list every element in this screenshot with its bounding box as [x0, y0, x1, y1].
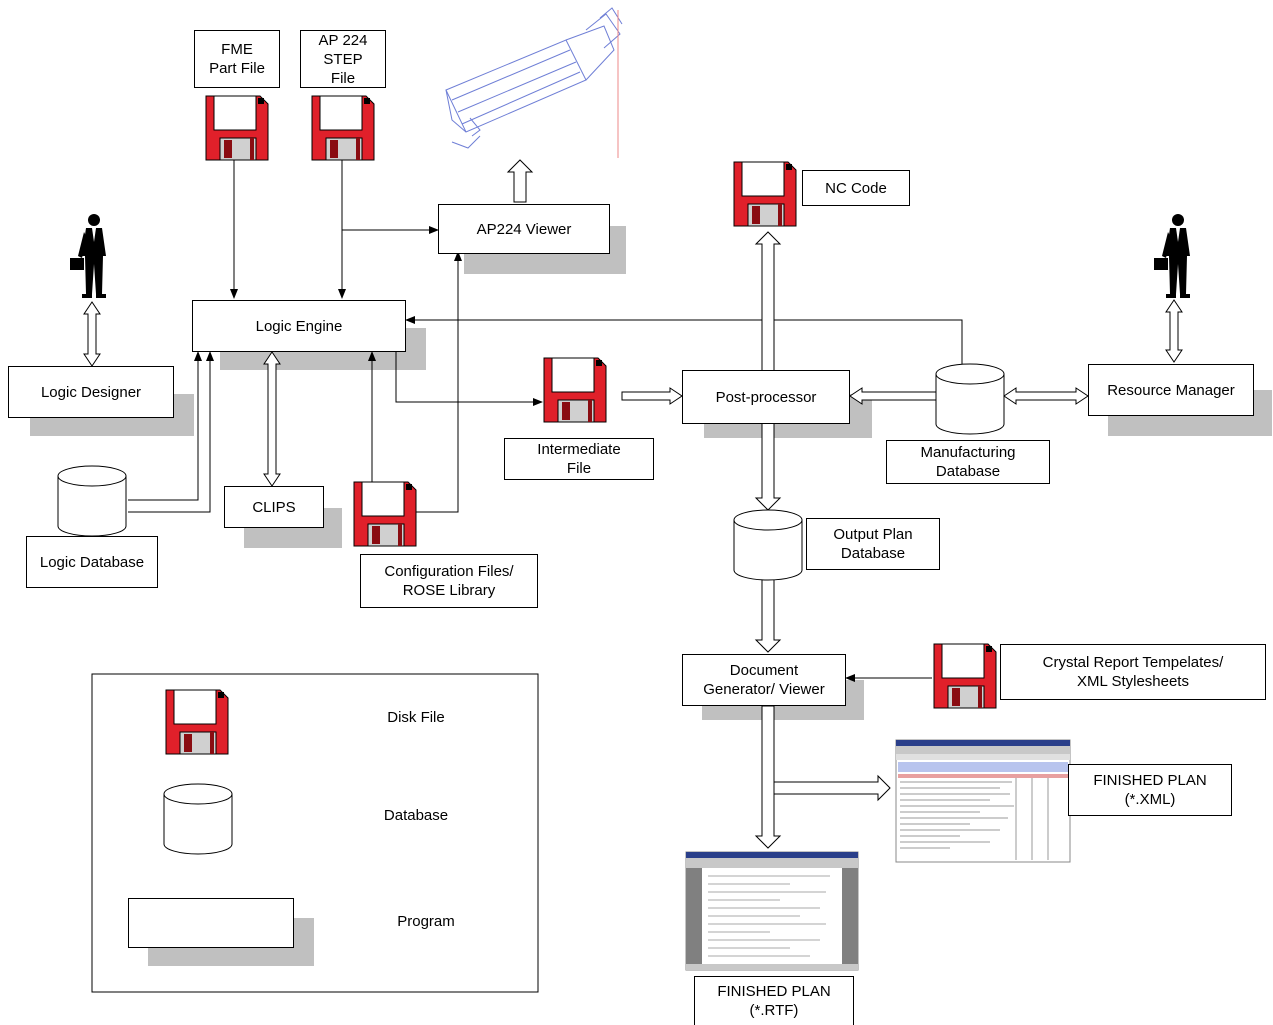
- fme-part-disk-icon: [205, 95, 269, 161]
- finished-plan-xml-label: FINISHED PLAN (*.XML): [1068, 764, 1232, 816]
- legend-frame: [91, 673, 539, 993]
- ap224-step-file-label: AP 224 STEP File: [300, 30, 386, 88]
- rtf-plan-thumbnail: [685, 851, 859, 971]
- cad-wireframe-image: [445, 7, 623, 158]
- logic-engine-box: Logic Engine: [192, 300, 406, 352]
- legend-program-box: [128, 898, 294, 948]
- intermediate-file-disk-icon: [543, 357, 607, 423]
- crystal-templates-label: Crystal Report Tempelates/ XML Styleshee…: [1000, 644, 1266, 700]
- logic-database-icon: [57, 465, 127, 537]
- resource-manager-person-icon: [1154, 214, 1190, 298]
- legend-program-text: Program: [397, 913, 455, 930]
- nc-code-disk-icon: [733, 161, 797, 227]
- intermediate-file-label: Intermediate File: [504, 438, 654, 480]
- fme-part-file-label: FME Part File: [194, 30, 280, 88]
- legend-disk-file-text: Disk File: [387, 709, 445, 726]
- logic-database-label: Logic Database: [26, 536, 158, 588]
- post-processor-box: Post-processor: [682, 370, 850, 424]
- logic-designer-person-icon: [70, 214, 106, 298]
- manufacturing-database-label: Manufacturing Database: [886, 440, 1050, 484]
- xml-plan-thumbnail: [895, 739, 1071, 863]
- manufacturing-database-icon: [935, 363, 1005, 435]
- configuration-files-label: Configuration Files/ ROSE Library: [360, 554, 538, 608]
- hollow-arrows: [83, 159, 1183, 849]
- step-file-disk-icon: [311, 95, 375, 161]
- config-files-disk-icon: [353, 481, 417, 547]
- logic-designer-box: Logic Designer: [8, 366, 174, 418]
- crystal-templates-disk-icon: [933, 643, 997, 709]
- output-plan-database-label: Output Plan Database: [806, 518, 940, 570]
- output-plan-database-icon: [733, 509, 803, 581]
- nc-code-label: NC Code: [802, 170, 910, 206]
- clips-box: CLIPS: [224, 486, 324, 528]
- connectors: [128, 160, 963, 682]
- legend-disk-icon: [165, 689, 229, 755]
- resource-manager-box: Resource Manager: [1088, 364, 1254, 416]
- legend-database-text: Database: [383, 807, 449, 824]
- finished-plan-rtf-label: FINISHED PLAN (*.RTF): [694, 976, 854, 1025]
- document-generator-box: Document Generator/ Viewer: [682, 654, 846, 706]
- ap224-viewer-box: AP224 Viewer: [438, 204, 610, 254]
- legend-database-icon: [163, 783, 233, 855]
